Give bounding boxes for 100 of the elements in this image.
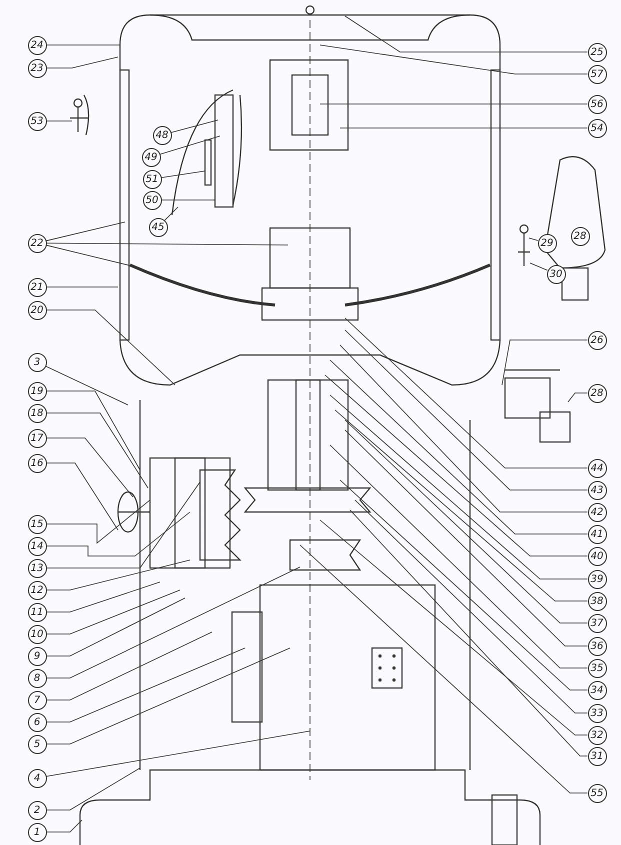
leader-line — [45, 366, 128, 406]
leader-line — [344, 330, 588, 490]
callout-number: 42 — [588, 502, 606, 522]
leader-line — [46, 560, 190, 590]
callout-number: 33 — [588, 704, 606, 722]
leader-line — [330, 444, 588, 668]
leader-line — [46, 242, 288, 246]
callout-number: 21 — [28, 278, 46, 296]
leader-line — [46, 582, 160, 612]
callout-number: 50 — [142, 190, 162, 210]
callout-number: 39 — [588, 570, 606, 588]
callout-number: 43 — [588, 480, 606, 500]
leader-line — [46, 120, 72, 122]
leader-line — [46, 222, 126, 242]
leader-line — [300, 544, 588, 794]
callout-number: 35 — [588, 658, 606, 678]
leader-line — [530, 262, 548, 271]
leader-line — [46, 482, 200, 568]
leader-line — [344, 318, 588, 468]
leader-line — [46, 438, 134, 498]
leader-line — [161, 170, 206, 178]
leader-line — [46, 56, 118, 68]
leader-line — [46, 768, 140, 810]
callout-number: 24 — [28, 36, 46, 54]
callout-number: 3 — [28, 352, 46, 372]
leader-line — [330, 360, 588, 534]
callout-number: 14 — [28, 536, 46, 556]
callout-number: 34 — [588, 680, 606, 700]
leader-line — [502, 340, 588, 386]
leader-line — [170, 120, 218, 133]
callout-number: 37 — [588, 614, 606, 632]
callout-number: 32 — [588, 726, 606, 744]
leader-line — [354, 500, 588, 714]
callout-number: 49 — [142, 148, 160, 166]
callout-number: 51 — [142, 170, 162, 188]
leader-line — [46, 244, 140, 268]
callout-number: 18 — [28, 404, 46, 422]
leader-line — [340, 344, 588, 512]
callout-number: 15 — [28, 514, 46, 534]
leader-line — [324, 374, 588, 556]
callout-number: 1 — [28, 822, 46, 842]
callout-number: 10 — [28, 624, 46, 644]
callout-number: 48 — [152, 126, 172, 144]
callout-number: 4 — [28, 768, 46, 788]
callout-number: 30 — [546, 264, 566, 284]
callout-number: 31 — [588, 746, 606, 766]
callout-number: 2 — [28, 800, 46, 820]
callout-number: 22 — [28, 234, 46, 252]
callout-number: 16 — [28, 454, 46, 472]
callout-number: 13 — [28, 558, 46, 578]
callout-number: 12 — [28, 580, 46, 600]
leader-line — [320, 44, 588, 74]
leader-line — [46, 566, 300, 678]
leader-line — [46, 286, 118, 288]
callout-number: 19 — [28, 382, 46, 400]
leader-line — [568, 392, 588, 402]
callout-number: 44 — [588, 458, 606, 478]
leader-line — [46, 648, 290, 744]
callout-number: 29 — [538, 234, 556, 252]
leader-line — [46, 310, 176, 386]
leader-line — [46, 500, 150, 544]
callout-number: 11 — [28, 602, 46, 622]
callout-number: 36 — [588, 636, 606, 656]
callout-number: 8 — [28, 668, 46, 688]
callout-number: 57 — [588, 64, 606, 84]
callout-number: 5 — [28, 734, 46, 754]
callout-number: 54 — [588, 118, 606, 138]
leader-line — [344, 16, 588, 52]
leader-line — [46, 462, 118, 530]
callout-number: 25 — [588, 42, 606, 62]
leader-line — [334, 410, 588, 602]
leader-line — [46, 598, 186, 656]
callout-number: 6 — [28, 712, 46, 732]
callout-number: 53 — [28, 112, 46, 130]
leader-line — [46, 390, 140, 470]
callout-number: 40 — [588, 546, 606, 566]
callout-number: 17 — [28, 428, 46, 448]
callout-number: 41 — [588, 524, 606, 544]
callout-number: 38 — [588, 592, 606, 610]
callout-number: 7 — [28, 690, 46, 710]
leader-line — [164, 206, 178, 221]
leader-line — [340, 480, 588, 690]
callout-number: 23 — [28, 58, 46, 78]
leader-line — [330, 394, 588, 580]
leader-line — [46, 820, 82, 832]
callout-number: 45 — [148, 218, 168, 236]
leader-line — [46, 590, 180, 634]
callout-number: 56 — [588, 94, 606, 114]
leader-line — [46, 632, 212, 700]
leader-line — [46, 412, 148, 488]
callout-number: 28 — [570, 226, 590, 246]
leader-line — [160, 136, 220, 155]
leader-line — [46, 730, 310, 777]
leader-line — [46, 44, 120, 46]
callout-number: 9 — [28, 646, 46, 666]
callout-number: 20 — [28, 300, 46, 320]
callout-number: 28 — [588, 384, 606, 402]
leader-line — [46, 512, 190, 556]
callout-number: 55 — [588, 784, 606, 802]
leader-line — [320, 520, 588, 736]
